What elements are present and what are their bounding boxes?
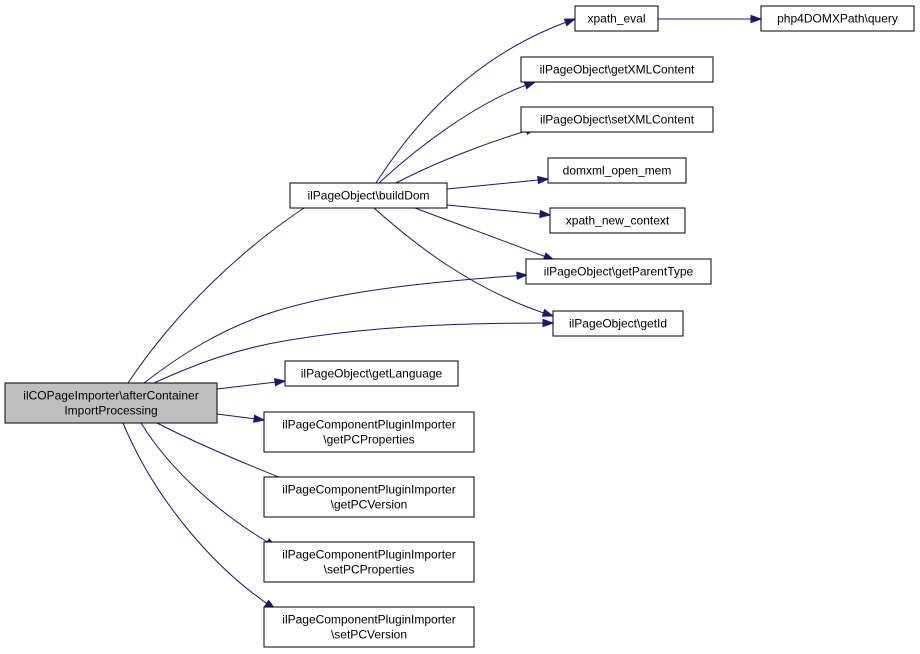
edge-line (375, 18, 576, 184)
edge-line (127, 190, 332, 384)
node-label: ilPageObject\getId (569, 317, 667, 331)
edge-line (143, 274, 528, 384)
node-xpath_new_context[interactable]: xpath_new_context (549, 207, 686, 234)
node-label: ilPageComponentPluginImporter (282, 613, 455, 627)
node-label: ilPageObject\getXMLContent (540, 63, 695, 77)
node-getParentType[interactable]: ilPageObject\getParentType (525, 258, 712, 285)
node-label: \getPCVersion (331, 498, 408, 512)
edge-root-to-getLanguage (216, 378, 287, 390)
node-box (760, 5, 915, 32)
node-setXMLContent[interactable]: ilPageObject\setXMLContent (520, 106, 714, 133)
edge-root-to-getParentType (143, 271, 529, 384)
node-label: ilPageObject\getLanguage (301, 367, 443, 381)
arrowhead (563, 18, 577, 27)
node-getLanguage[interactable]: ilPageObject\getLanguage (284, 360, 459, 387)
node-label: ilPageComponentPluginImporter (282, 418, 455, 432)
edge-line (122, 422, 276, 610)
edge-buildDom-to-getParentType (414, 207, 556, 261)
edge-line (395, 127, 537, 184)
node-label: ilPageObject\buildDom (307, 189, 429, 203)
edge-root-to-setPCVersion (122, 422, 277, 610)
node-box (547, 157, 687, 184)
arrowhead (537, 175, 550, 185)
node-box (263, 541, 475, 583)
arrowhead (539, 209, 552, 219)
edge-buildDom-to-xpath_eval (375, 18, 577, 184)
arrowhead (516, 271, 529, 280)
node-box (263, 606, 475, 648)
node-box (574, 5, 659, 32)
edge-line (446, 204, 551, 216)
node-getXMLContent[interactable]: ilPageObject\getXMLContent (520, 56, 714, 83)
node-label: xpath_new_context (566, 214, 670, 228)
arrowhead (541, 308, 555, 317)
node-label: \setPCProperties (324, 563, 415, 577)
node-box (263, 411, 475, 453)
edges (122, 14, 763, 610)
node-getId[interactable]: ilPageObject\getId (552, 310, 684, 337)
node-root[interactable]: ilCOPageImporter\afterContainerImportPro… (4, 382, 218, 424)
edge-line (446, 178, 549, 190)
arrowhead (253, 414, 266, 423)
arrowhead (750, 14, 763, 24)
node-box (520, 56, 714, 83)
node-label: \getPCProperties (323, 433, 414, 447)
edge-buildDom-to-xpath_new_context (446, 204, 552, 219)
node-xpath_eval[interactable]: xpath_eval (574, 5, 659, 32)
node-label: ilPageComponentPluginImporter (282, 548, 455, 562)
node-box (552, 310, 684, 337)
node-buildDom[interactable]: ilPageObject\buildDom (289, 182, 448, 209)
node-box (520, 106, 714, 133)
node-box (284, 360, 459, 387)
edge-line (378, 81, 536, 184)
arrowhead (542, 318, 555, 328)
edge-root-to-setPCProperties (140, 422, 278, 548)
edge-line (414, 207, 555, 261)
edge-line (153, 322, 554, 384)
arrowhead (274, 378, 287, 387)
node-box (549, 207, 686, 234)
node-php4query[interactable]: php4DOMXPath\query (760, 5, 915, 32)
node-setPCVersion[interactable]: ilPageComponentPluginImporter\setPCVersi… (263, 606, 475, 648)
node-box (4, 382, 218, 424)
nodes: ilCOPageImporter\afterContainerImportPro… (4, 5, 915, 648)
node-label: ilCOPageImporter\afterContainer (23, 389, 198, 403)
edge-buildDom-to-setXMLContent (395, 126, 538, 184)
node-getPCProperties[interactable]: ilPageComponentPluginImporter\getPCPrope… (263, 411, 475, 453)
node-box (289, 182, 448, 209)
node-box (263, 476, 475, 518)
edge-line (140, 422, 277, 548)
node-label: domxml_open_mem (563, 164, 672, 178)
node-box (525, 258, 712, 285)
node-label: ilPageObject\getParentType (544, 265, 694, 279)
node-label: xpath_eval (587, 12, 645, 26)
node-label: ilPageComponentPluginImporter (282, 483, 455, 497)
edge-line (216, 380, 286, 390)
edge-root-to-getPCProperties (216, 413, 266, 423)
edge-root-to-getId (153, 318, 555, 384)
node-label: ImportProcessing (64, 404, 157, 418)
node-label: \setPCVersion (331, 628, 407, 642)
node-label: ilPageObject\setXMLContent (540, 113, 695, 127)
node-setPCProperties[interactable]: ilPageComponentPluginImporter\setPCPrope… (263, 541, 475, 583)
edge-buildDom-to-getXMLContent (378, 81, 537, 184)
node-getPCVersion[interactable]: ilPageComponentPluginImporter\getPCVersi… (263, 476, 475, 518)
edge-buildDom-to-domxml_open_mem (446, 175, 550, 190)
node-domxml_open_mem[interactable]: domxml_open_mem (547, 157, 687, 184)
edge-buildDom-to-getId (373, 207, 555, 317)
arrowhead (523, 81, 537, 90)
node-label: php4DOMXPath\query (777, 12, 898, 26)
edge-line (373, 207, 554, 317)
edge-xpath_eval-to-php4query (658, 14, 763, 24)
